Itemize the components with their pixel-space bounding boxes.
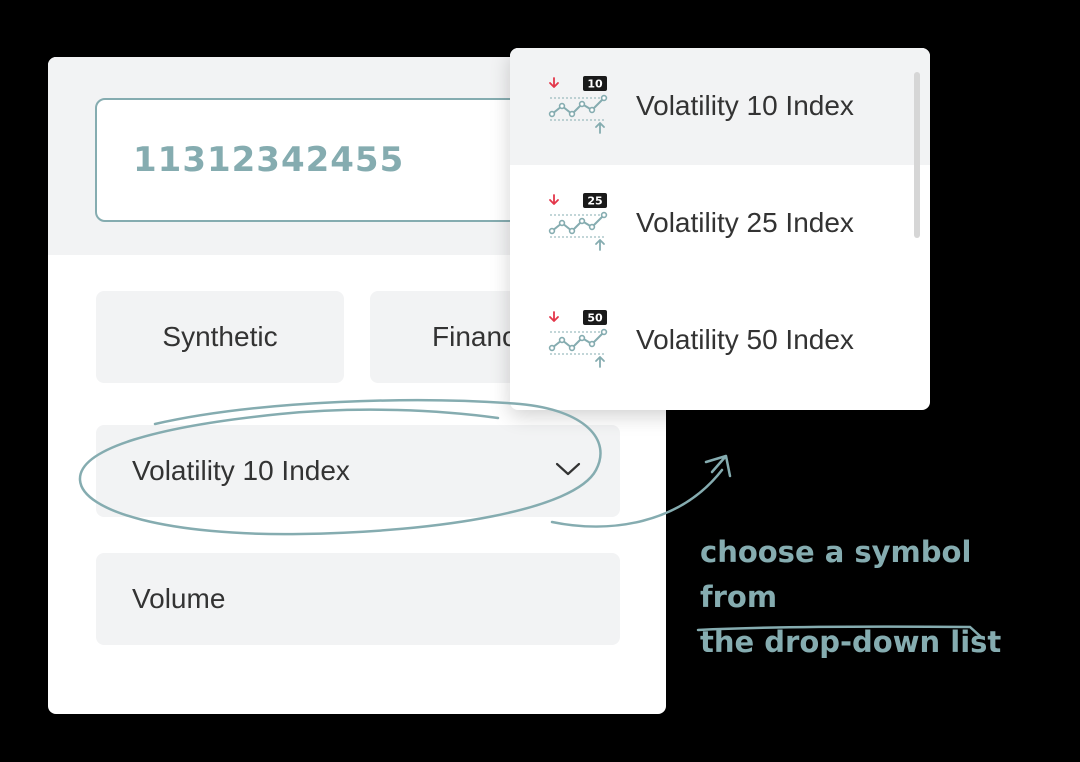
symbol-select-value: Volatility 10 Index — [132, 455, 350, 486]
arrow-head-icon — [704, 454, 732, 478]
volume-field[interactable]: Volume — [96, 553, 620, 645]
dropdown-item-label: Volatility 10 Index — [636, 90, 854, 121]
chevron-down-icon[interactable] — [554, 459, 582, 479]
volume-field-label: Volume — [132, 583, 226, 614]
annotation-line-1: choose a symbol from — [700, 535, 972, 614]
annotation-text: choose a symbol from the drop-down list — [700, 530, 1030, 665]
tab-synthetic-label: Synthetic — [162, 321, 278, 352]
dropdown-item-label: Volatility 50 Index — [636, 324, 854, 355]
annotation-line-2: the drop-down list — [700, 625, 1002, 659]
account-number-value: 11312342455 — [133, 140, 405, 180]
symbol-select[interactable]: Volatility 10 Index — [96, 425, 620, 517]
volatility-index-icon: 50 — [548, 310, 608, 368]
volatility-index-icon: 25 — [548, 193, 608, 251]
dropdown-item-label: Volatility 25 Index — [636, 207, 854, 238]
index-badge: 25 — [587, 195, 602, 208]
dropdown-scrollbar[interactable] — [914, 72, 920, 238]
index-badge: 50 — [587, 312, 603, 325]
volatility-index-icon: 10 — [548, 76, 608, 134]
index-badge: 10 — [587, 78, 603, 91]
tab-synthetic[interactable]: Synthetic — [96, 291, 344, 383]
